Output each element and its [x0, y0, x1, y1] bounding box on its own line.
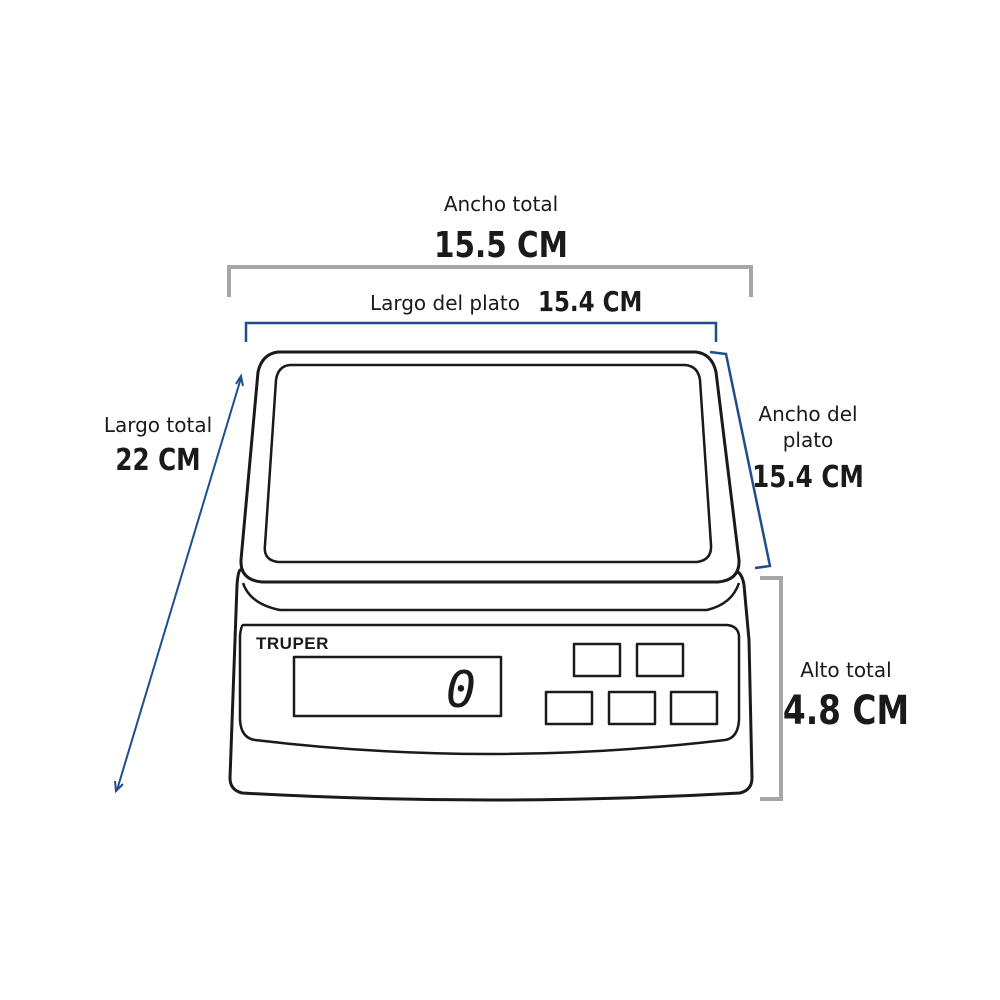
scale-button-4[interactable]: [607, 690, 657, 726]
brand-logo: TRUPER: [256, 634, 329, 653]
display-reading: 0: [446, 661, 476, 719]
plate-width-label-line2: plato: [783, 428, 834, 452]
total-width-label: Ancho total: [444, 192, 558, 216]
plate-width-bracket: [709, 350, 772, 570]
total-length-line: [116, 377, 242, 791]
weighing-plate-inner: [263, 363, 713, 564]
plate-length-value: 15.4 CM: [538, 286, 642, 319]
scale-button-5[interactable]: [669, 690, 719, 726]
plate-underside: [241, 582, 741, 612]
scale-button-1[interactable]: [572, 642, 622, 678]
kitchen-scale-drawing: TRUPER 0: [228, 350, 754, 802]
lcd-display: [292, 655, 503, 718]
total-width-bracket: [227, 265, 753, 297]
scale-button-2[interactable]: [635, 642, 685, 678]
plate-length-bracket: [244, 321, 718, 342]
total-height-value: 4.8 CM: [783, 687, 909, 734]
total-width-value: 15.5 CM: [434, 223, 568, 266]
total-length-value: 22 CM: [115, 444, 200, 478]
scale-button-3[interactable]: [544, 690, 594, 726]
plate-width-label-line1: Ancho del: [758, 402, 857, 426]
total-length-arrow-top: [235, 373, 244, 387]
total-length-label: Largo total: [104, 413, 212, 437]
plate-width-value: 15.4 CM: [752, 461, 864, 495]
plate-length-label: Largo del plato: [370, 291, 520, 315]
total-height-label: Alto total: [800, 658, 891, 682]
total-length-arrow-bottom: [114, 780, 124, 794]
total-height-bracket: [760, 576, 783, 801]
